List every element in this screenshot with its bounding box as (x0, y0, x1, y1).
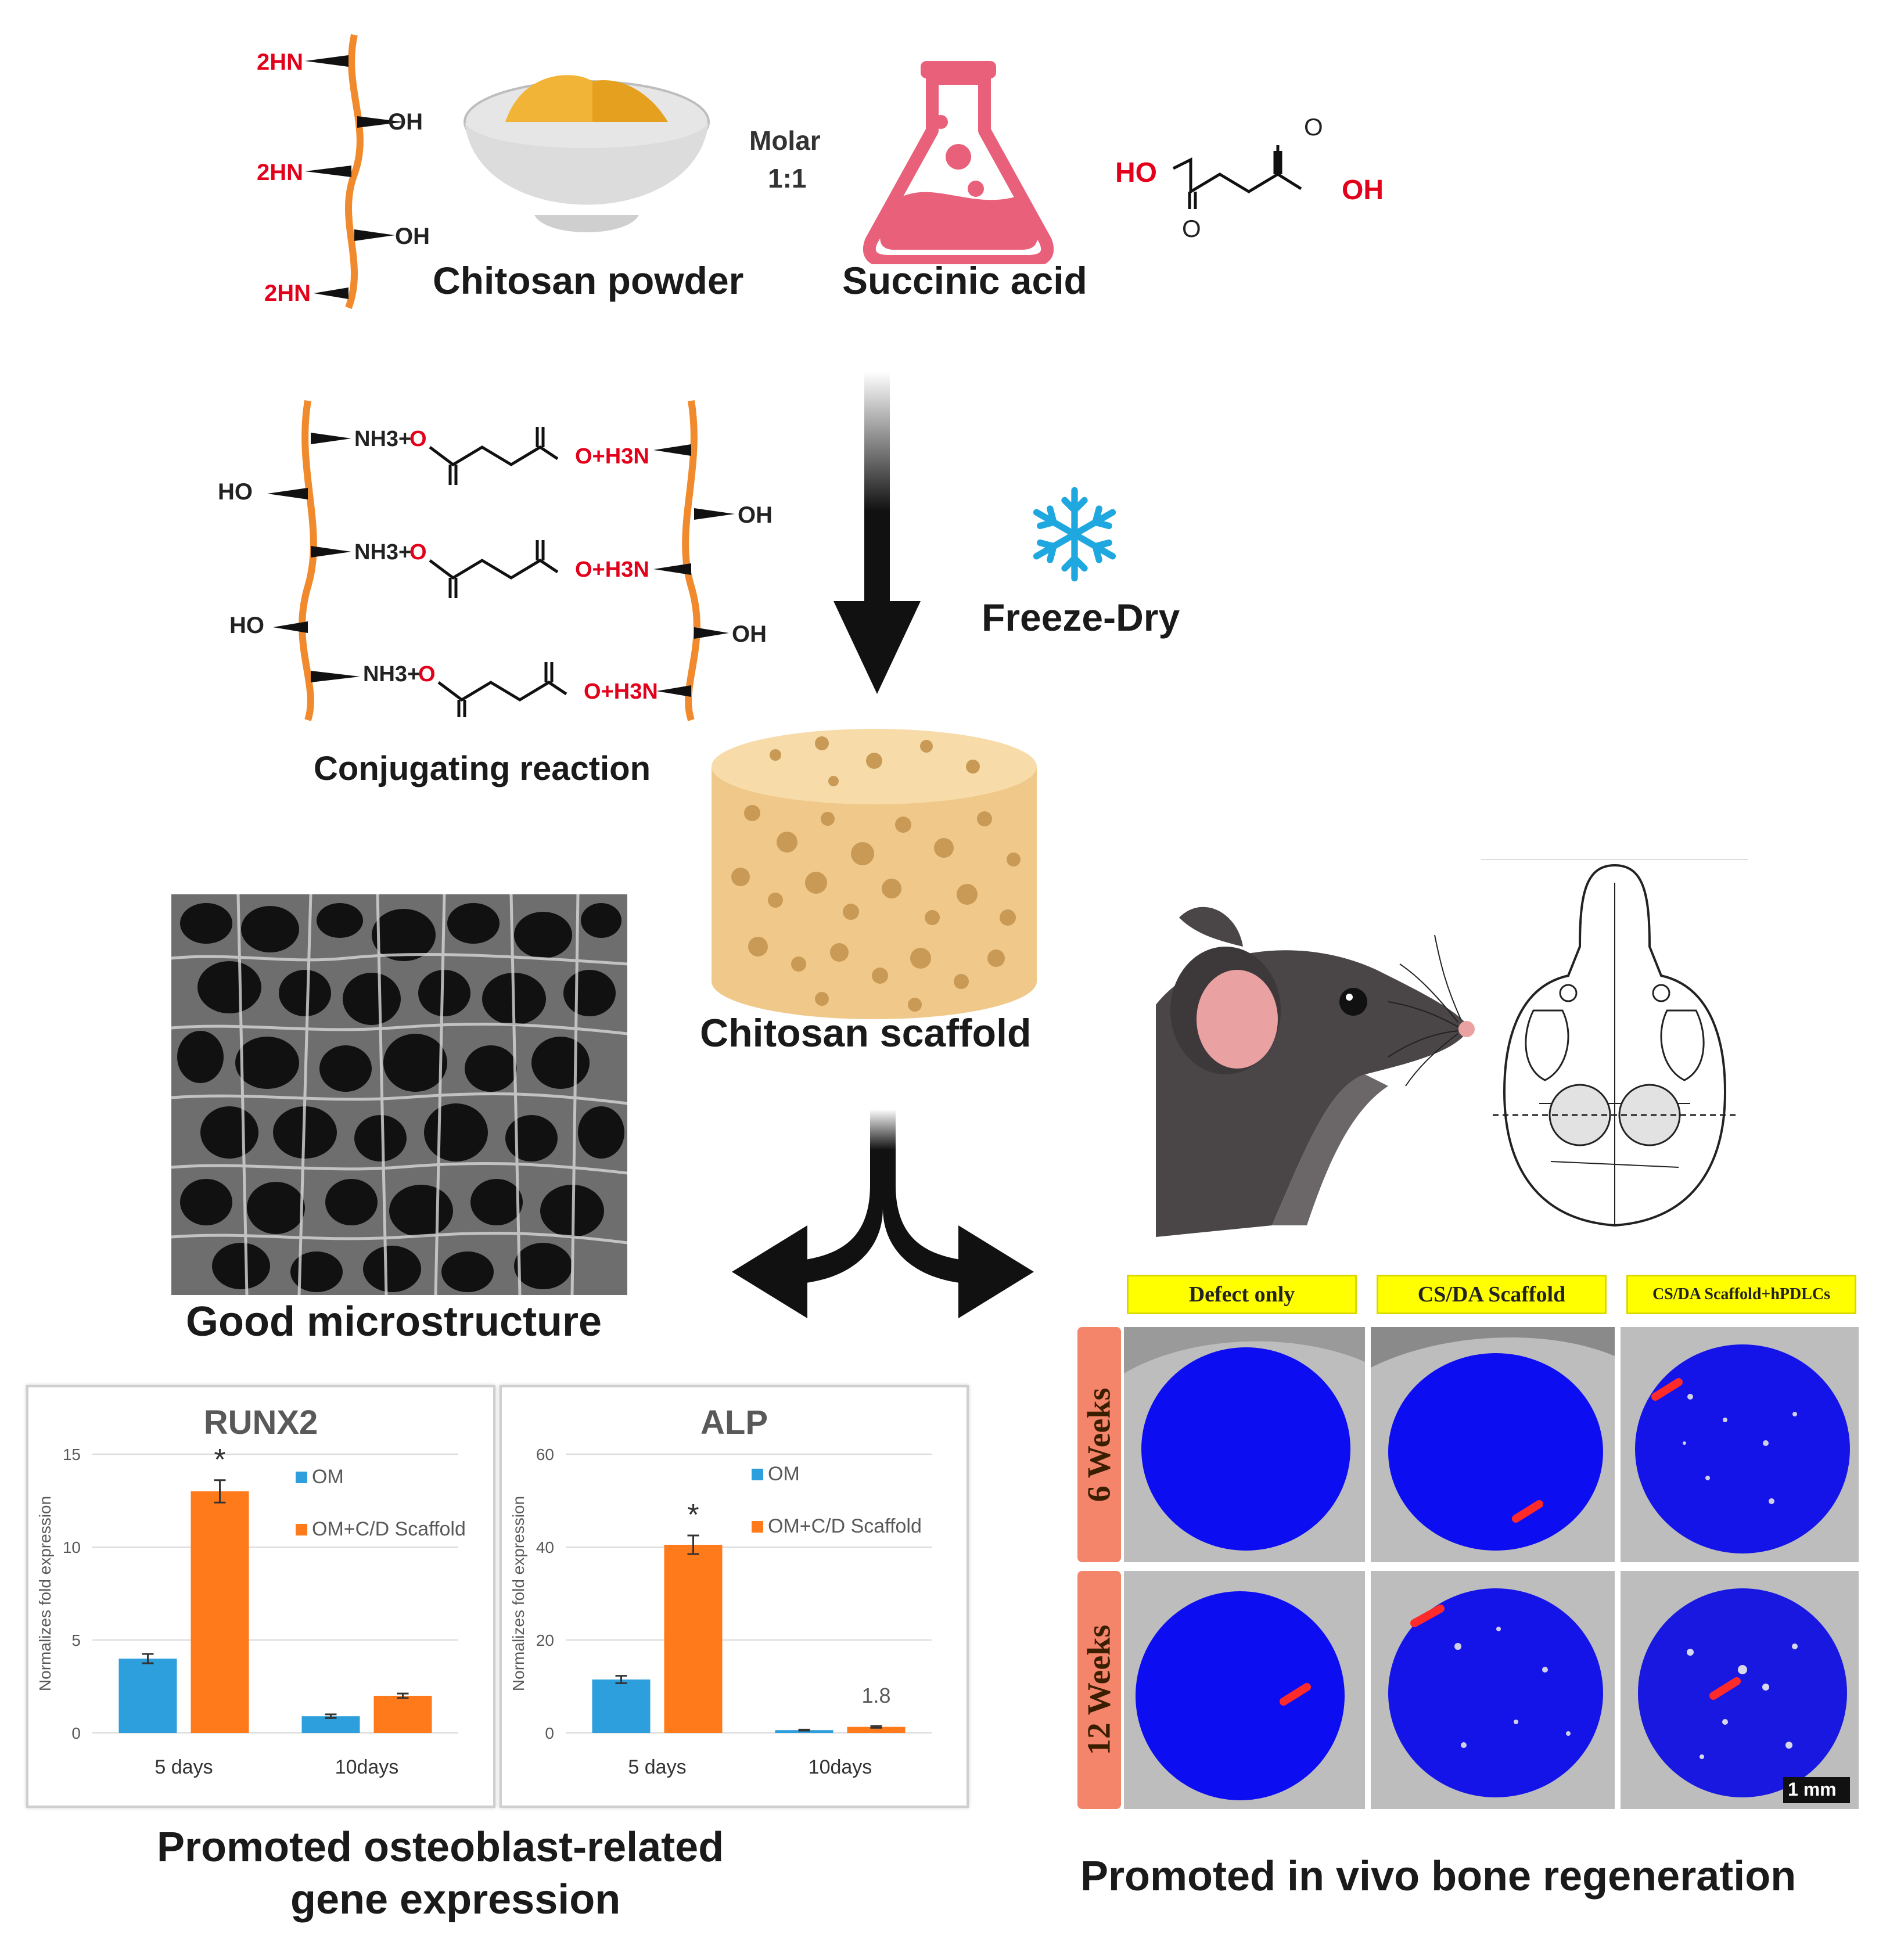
scale-bar-label: 1 mm (1788, 1779, 1837, 1800)
legend-swatch (296, 1524, 307, 1535)
x-tick-label: 5 days (155, 1756, 213, 1778)
conj-oh-2: OH (732, 621, 767, 647)
conj-oh3n-1: O+H3N (575, 444, 649, 469)
succinic-oh: OH (1342, 175, 1384, 206)
snowflake-icon (1033, 487, 1116, 582)
split-arrow-icon (732, 1109, 1034, 1318)
y-tick-label: 40 (536, 1538, 554, 1556)
legend-swatch (752, 1521, 763, 1533)
ct-image-12w-scaffold-hpdlcs (1621, 1571, 1859, 1809)
bar (664, 1545, 723, 1733)
legend-label: OM+C/D Scaffold (768, 1515, 922, 1537)
conj-nh3-3: NH3+ (363, 662, 421, 686)
bar (592, 1680, 651, 1733)
bar (847, 1727, 906, 1733)
y-tick-label: 10 (63, 1538, 81, 1556)
column-header-csda-hpdlcs: CS/DA Scaffold+hPDLCs (1626, 1275, 1856, 1314)
conj-o-3: O (418, 662, 436, 686)
legend-label: OM (312, 1466, 344, 1488)
alp-chart-box: ALP Normalizes fold expression 0 20 40 60 * 5 d… (500, 1385, 969, 1808)
conj-ho-2: HO (229, 613, 264, 638)
good-microstructure-label: Good microstructure (186, 1299, 602, 1345)
legend-label: OM+C/D Scaffold (312, 1518, 466, 1540)
significance-star: * (214, 1443, 225, 1477)
chart-ylabel: Normalizes fold expression (36, 1496, 54, 1691)
y-tick-label: 20 (536, 1631, 554, 1649)
chitosan-amine-3: 2HN (264, 280, 311, 306)
chart-title: ALP (700, 1404, 768, 1441)
invivo-label: Promoted in vivo bone regeneration (1080, 1853, 1797, 1900)
bar (775, 1730, 833, 1733)
column-header-csda-scaffold: CS/DA Scaffold (1377, 1275, 1607, 1314)
conj-oh3n-2: O+H3N (575, 558, 649, 582)
chitosan-scaffold-label: Chitosan scaffold (700, 1011, 1032, 1055)
scaffold-icon (712, 729, 1037, 1019)
conj-nh3-1: NH3+ (354, 427, 412, 451)
alp-chart: ALP Normalizes fold expression 0 20 40 60 * 5 d… (509, 1404, 932, 1778)
ct-image-12w-defect (1124, 1571, 1365, 1809)
conj-ho-1: HO (218, 479, 253, 505)
molar-ratio-label: 1:1 (768, 163, 807, 193)
ct-image-6w-defect (1124, 1327, 1365, 1562)
powder-bowl-icon (464, 75, 710, 232)
y-tick-label: 60 (536, 1445, 554, 1463)
succinic-acid-label: Succinic acid (842, 259, 1087, 302)
bar (118, 1659, 177, 1733)
succinic-ho: HO (1115, 157, 1157, 188)
data-label: 1.8 (861, 1684, 890, 1707)
ct-image-6w-scaffold-hpdlcs (1621, 1327, 1859, 1562)
chitosan-amine-2: 2HN (257, 160, 304, 185)
conjugating-reaction-label: Conjugating reaction (314, 750, 651, 787)
skull-diagram-icon (1481, 859, 1748, 1227)
succinic-oxygen-top: O (1304, 113, 1323, 141)
x-tick-label: 5 days (628, 1756, 686, 1778)
row-label-12-weeks: 12 Weeks (1077, 1571, 1121, 1809)
molar-label: Molar (749, 125, 821, 156)
conj-oh-1: OH (738, 502, 773, 528)
mouse-icon (1156, 907, 1475, 1237)
conj-o-1: O (409, 427, 427, 451)
gene-expression-label-line1: Promoted osteoblast-related (157, 1824, 724, 1871)
chart-ylabel: Normalizes fold expression (509, 1496, 527, 1691)
freeze-dry-label: Freeze-Dry (982, 596, 1180, 639)
row-label-6-weeks: 6 Weeks (1077, 1327, 1121, 1562)
chart-title: RUNX2 (204, 1404, 318, 1441)
chitosan-powder-label: Chitosan powder (433, 259, 744, 302)
sem-micrograph-image (171, 894, 627, 1295)
chitosan-chain-icon (305, 34, 404, 310)
legend-label: OM (768, 1463, 800, 1485)
chitosan-amine-1: 2HN (257, 49, 304, 75)
conj-oh3n-3: O+H3N (584, 679, 658, 704)
conjugated-network-structure (267, 400, 735, 721)
bar (373, 1696, 432, 1733)
flask-icon (863, 61, 1054, 264)
conj-o-2: O (409, 540, 427, 564)
chitosan-hydroxyl-2: OH (395, 224, 430, 249)
significance-star: * (687, 1498, 699, 1532)
down-arrow-icon (833, 372, 921, 694)
conj-nh3-2: NH3+ (354, 540, 412, 564)
bar (191, 1491, 249, 1733)
bar (301, 1716, 360, 1733)
succinic-acid-structure (1172, 145, 1302, 209)
chitosan-hydroxyl-1: OH (388, 109, 423, 135)
legend-swatch (752, 1469, 763, 1480)
y-tick-label: 0 (71, 1724, 81, 1742)
legend-swatch (296, 1472, 307, 1483)
gene-expression-label-line2: gene expression (290, 1876, 621, 1923)
column-header-defect-only: Defect only (1127, 1275, 1357, 1314)
x-tick-label: 10days (809, 1756, 872, 1778)
x-tick-label: 10days (335, 1756, 399, 1778)
y-tick-label: 15 (63, 1445, 81, 1463)
y-tick-label: 5 (71, 1631, 81, 1649)
succinic-oxygen-bottom: O (1182, 215, 1201, 242)
ct-image-12w-scaffold (1371, 1571, 1615, 1809)
y-tick-label: 0 (545, 1724, 554, 1742)
ct-image-6w-scaffold (1371, 1327, 1615, 1562)
